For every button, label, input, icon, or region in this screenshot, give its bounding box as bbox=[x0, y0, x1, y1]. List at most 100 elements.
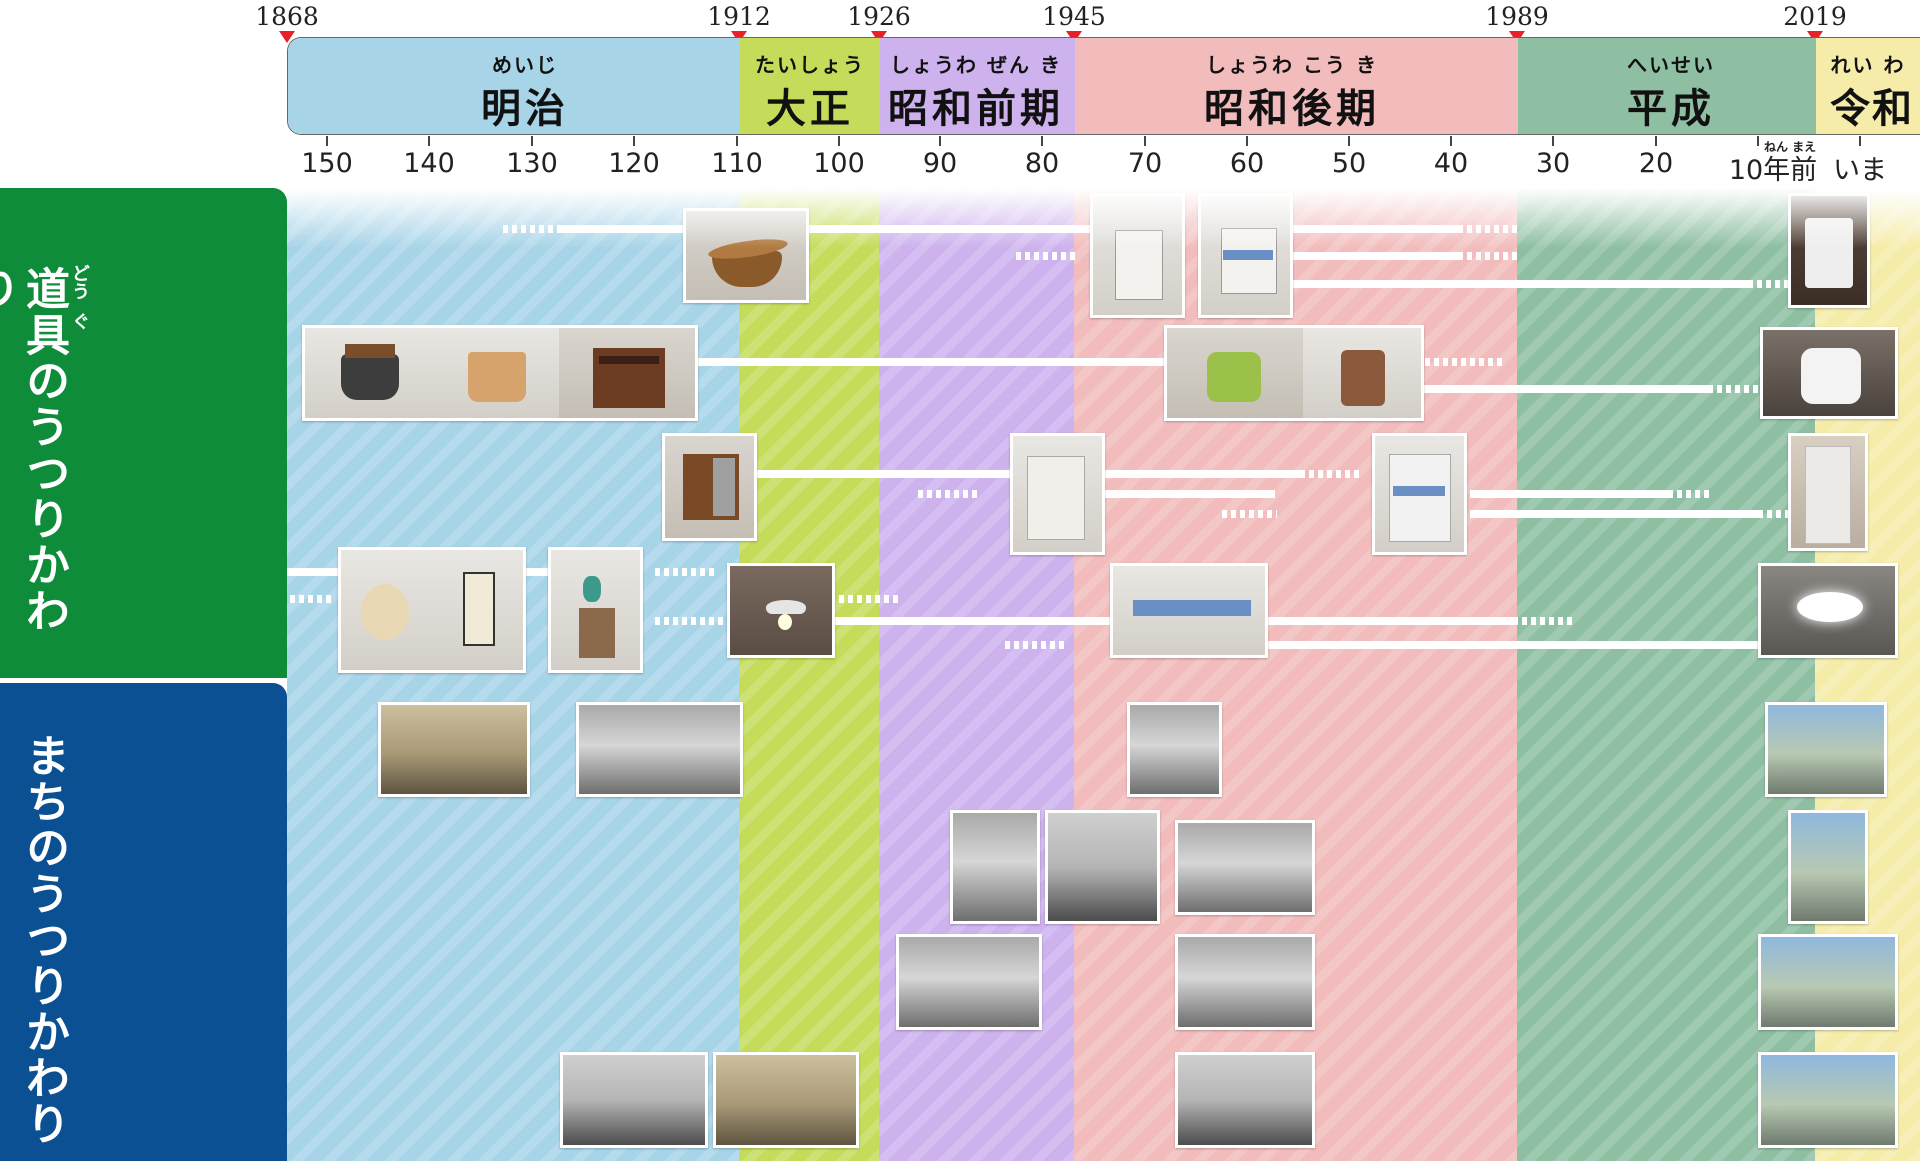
photo-lanterns bbox=[338, 547, 526, 673]
scale-150: 150 bbox=[301, 148, 353, 179]
band-heisei bbox=[1517, 188, 1815, 1161]
photo-town-postwar-aerial bbox=[1127, 702, 1222, 797]
scale-now: いま bbox=[1833, 155, 1887, 186]
connector-dotted bbox=[1513, 617, 1573, 625]
band-showa-late bbox=[1074, 188, 1517, 1161]
photo-town-modern-city-view bbox=[1758, 934, 1898, 1030]
photo-modern-refrigerator bbox=[1788, 433, 1868, 551]
scale-tick bbox=[1246, 136, 1248, 146]
band-taisho bbox=[739, 188, 879, 1161]
connector-line bbox=[1100, 470, 1300, 478]
scale-tick bbox=[838, 136, 840, 146]
era-showa-late-ruby: しょうわ こう き bbox=[1206, 53, 1378, 77]
connector-dotted bbox=[1425, 358, 1505, 366]
connector-line bbox=[1260, 617, 1515, 625]
connector-line bbox=[830, 617, 1120, 625]
era-showa-early-label: 昭和前期 bbox=[888, 86, 1064, 132]
era-header-bar bbox=[287, 37, 1920, 135]
scale-tick bbox=[428, 136, 430, 146]
connector-dotted bbox=[1748, 280, 1790, 288]
photo-town-modern-station bbox=[1765, 702, 1887, 797]
category-tools-ruby-2: ぐ bbox=[69, 312, 90, 330]
scale-tick bbox=[531, 136, 533, 146]
connector-dotted bbox=[655, 568, 715, 576]
photo-town-showa-early-city bbox=[1045, 810, 1160, 924]
scale-tick bbox=[1552, 136, 1554, 146]
scale-110: 110 bbox=[711, 148, 763, 179]
era-taisho-label: 大正 bbox=[766, 86, 854, 132]
connector-line bbox=[1290, 252, 1460, 260]
connector-dotted bbox=[1016, 252, 1076, 260]
connector-dotted bbox=[1758, 510, 1788, 518]
photo-fluorescent-lamp bbox=[1110, 563, 1268, 658]
scale-tick bbox=[736, 136, 738, 146]
connector-line bbox=[750, 470, 1015, 478]
photo-wooden-rice-tub bbox=[438, 328, 559, 418]
era-meiji-ruby: めいじ bbox=[492, 53, 558, 77]
era-reiwa-label: 令和 bbox=[1830, 86, 1914, 132]
year-1945: 1945 bbox=[1042, 2, 1106, 31]
photo-town-taisho-harbor bbox=[713, 1052, 859, 1148]
scale-tick bbox=[1859, 136, 1861, 146]
scale-tick bbox=[1348, 136, 1350, 146]
scale-90: 90 bbox=[922, 148, 958, 179]
era-reiwa-ruby: れい わ bbox=[1830, 53, 1906, 77]
photo-led-ceiling-light bbox=[1758, 563, 1898, 658]
connector-dotted bbox=[1708, 385, 1758, 393]
scale-tick bbox=[939, 136, 941, 146]
category-tools-ruby-1: どう bbox=[69, 264, 90, 300]
year-1926: 1926 bbox=[847, 2, 911, 31]
era-segment-meiji bbox=[288, 38, 740, 134]
connector-dotted bbox=[290, 595, 335, 603]
scale-tick bbox=[1450, 136, 1452, 146]
scale-50: 50 bbox=[1331, 148, 1367, 179]
era-segment-taisho bbox=[740, 38, 880, 134]
year-1912: 1912 bbox=[707, 2, 771, 31]
photo-showa-refrigerator bbox=[1372, 433, 1467, 555]
connector-line bbox=[690, 358, 1170, 366]
photo-town-meiji-harbor bbox=[560, 1052, 708, 1148]
photo-town-meiji-river bbox=[378, 702, 530, 797]
connector-line bbox=[287, 568, 342, 576]
scale-40: 40 bbox=[1433, 148, 1469, 179]
scale-20: 20 bbox=[1638, 148, 1674, 179]
photo-town-showa-port bbox=[1175, 1052, 1315, 1148]
photo-town-meiji-crowd bbox=[576, 702, 743, 797]
photo-andon-lamp bbox=[433, 550, 523, 670]
connector-line bbox=[1100, 490, 1275, 498]
photo-town-showa-city-view bbox=[1175, 934, 1315, 1030]
photo-modern-rice-cooker bbox=[1760, 327, 1898, 419]
connector-dotted bbox=[1300, 470, 1360, 478]
connector-dotted bbox=[1458, 252, 1518, 260]
scale-70: 70 bbox=[1127, 148, 1163, 179]
photo-electric-rice-cookers bbox=[1164, 325, 1424, 421]
connector-line bbox=[1470, 490, 1670, 498]
scale-tick bbox=[633, 136, 635, 146]
era-heisei-ruby: へいせい bbox=[1627, 53, 1715, 77]
photo-electric-bulb-lamp bbox=[727, 563, 835, 658]
photo-town-modern-port bbox=[1758, 1052, 1898, 1148]
era-taisho-ruby: たいしょう bbox=[755, 53, 865, 77]
scale-tick bbox=[1757, 136, 1759, 146]
connector-line bbox=[520, 568, 550, 576]
photo-rice-jar bbox=[1303, 328, 1421, 418]
scale-10-years-ago-ruby: ねん まえ bbox=[1764, 140, 1817, 154]
scale-tick bbox=[1041, 136, 1043, 146]
photo-town-tv-tower bbox=[1175, 820, 1315, 915]
year-2019: 2019 bbox=[1783, 2, 1847, 31]
photo-iron-rice-pot bbox=[305, 328, 438, 418]
era-segment-showa-early bbox=[880, 38, 1075, 134]
scale-30: 30 bbox=[1535, 148, 1571, 179]
scale-tick bbox=[326, 136, 328, 146]
connector-dotted bbox=[1668, 490, 1713, 498]
connector-dotted bbox=[830, 595, 900, 603]
connector-dotted bbox=[655, 617, 730, 625]
scale-tick bbox=[1655, 136, 1657, 146]
scale-130: 130 bbox=[506, 148, 558, 179]
era-showa-late-label: 昭和後期 bbox=[1204, 86, 1380, 132]
scale-80: 80 bbox=[1024, 148, 1060, 179]
photo-town-showa-early-aerial bbox=[950, 810, 1040, 924]
category-town-label: まちのうつりかわり bbox=[18, 733, 69, 1147]
scale-tick bbox=[1144, 136, 1146, 146]
connector-line bbox=[1470, 510, 1760, 518]
